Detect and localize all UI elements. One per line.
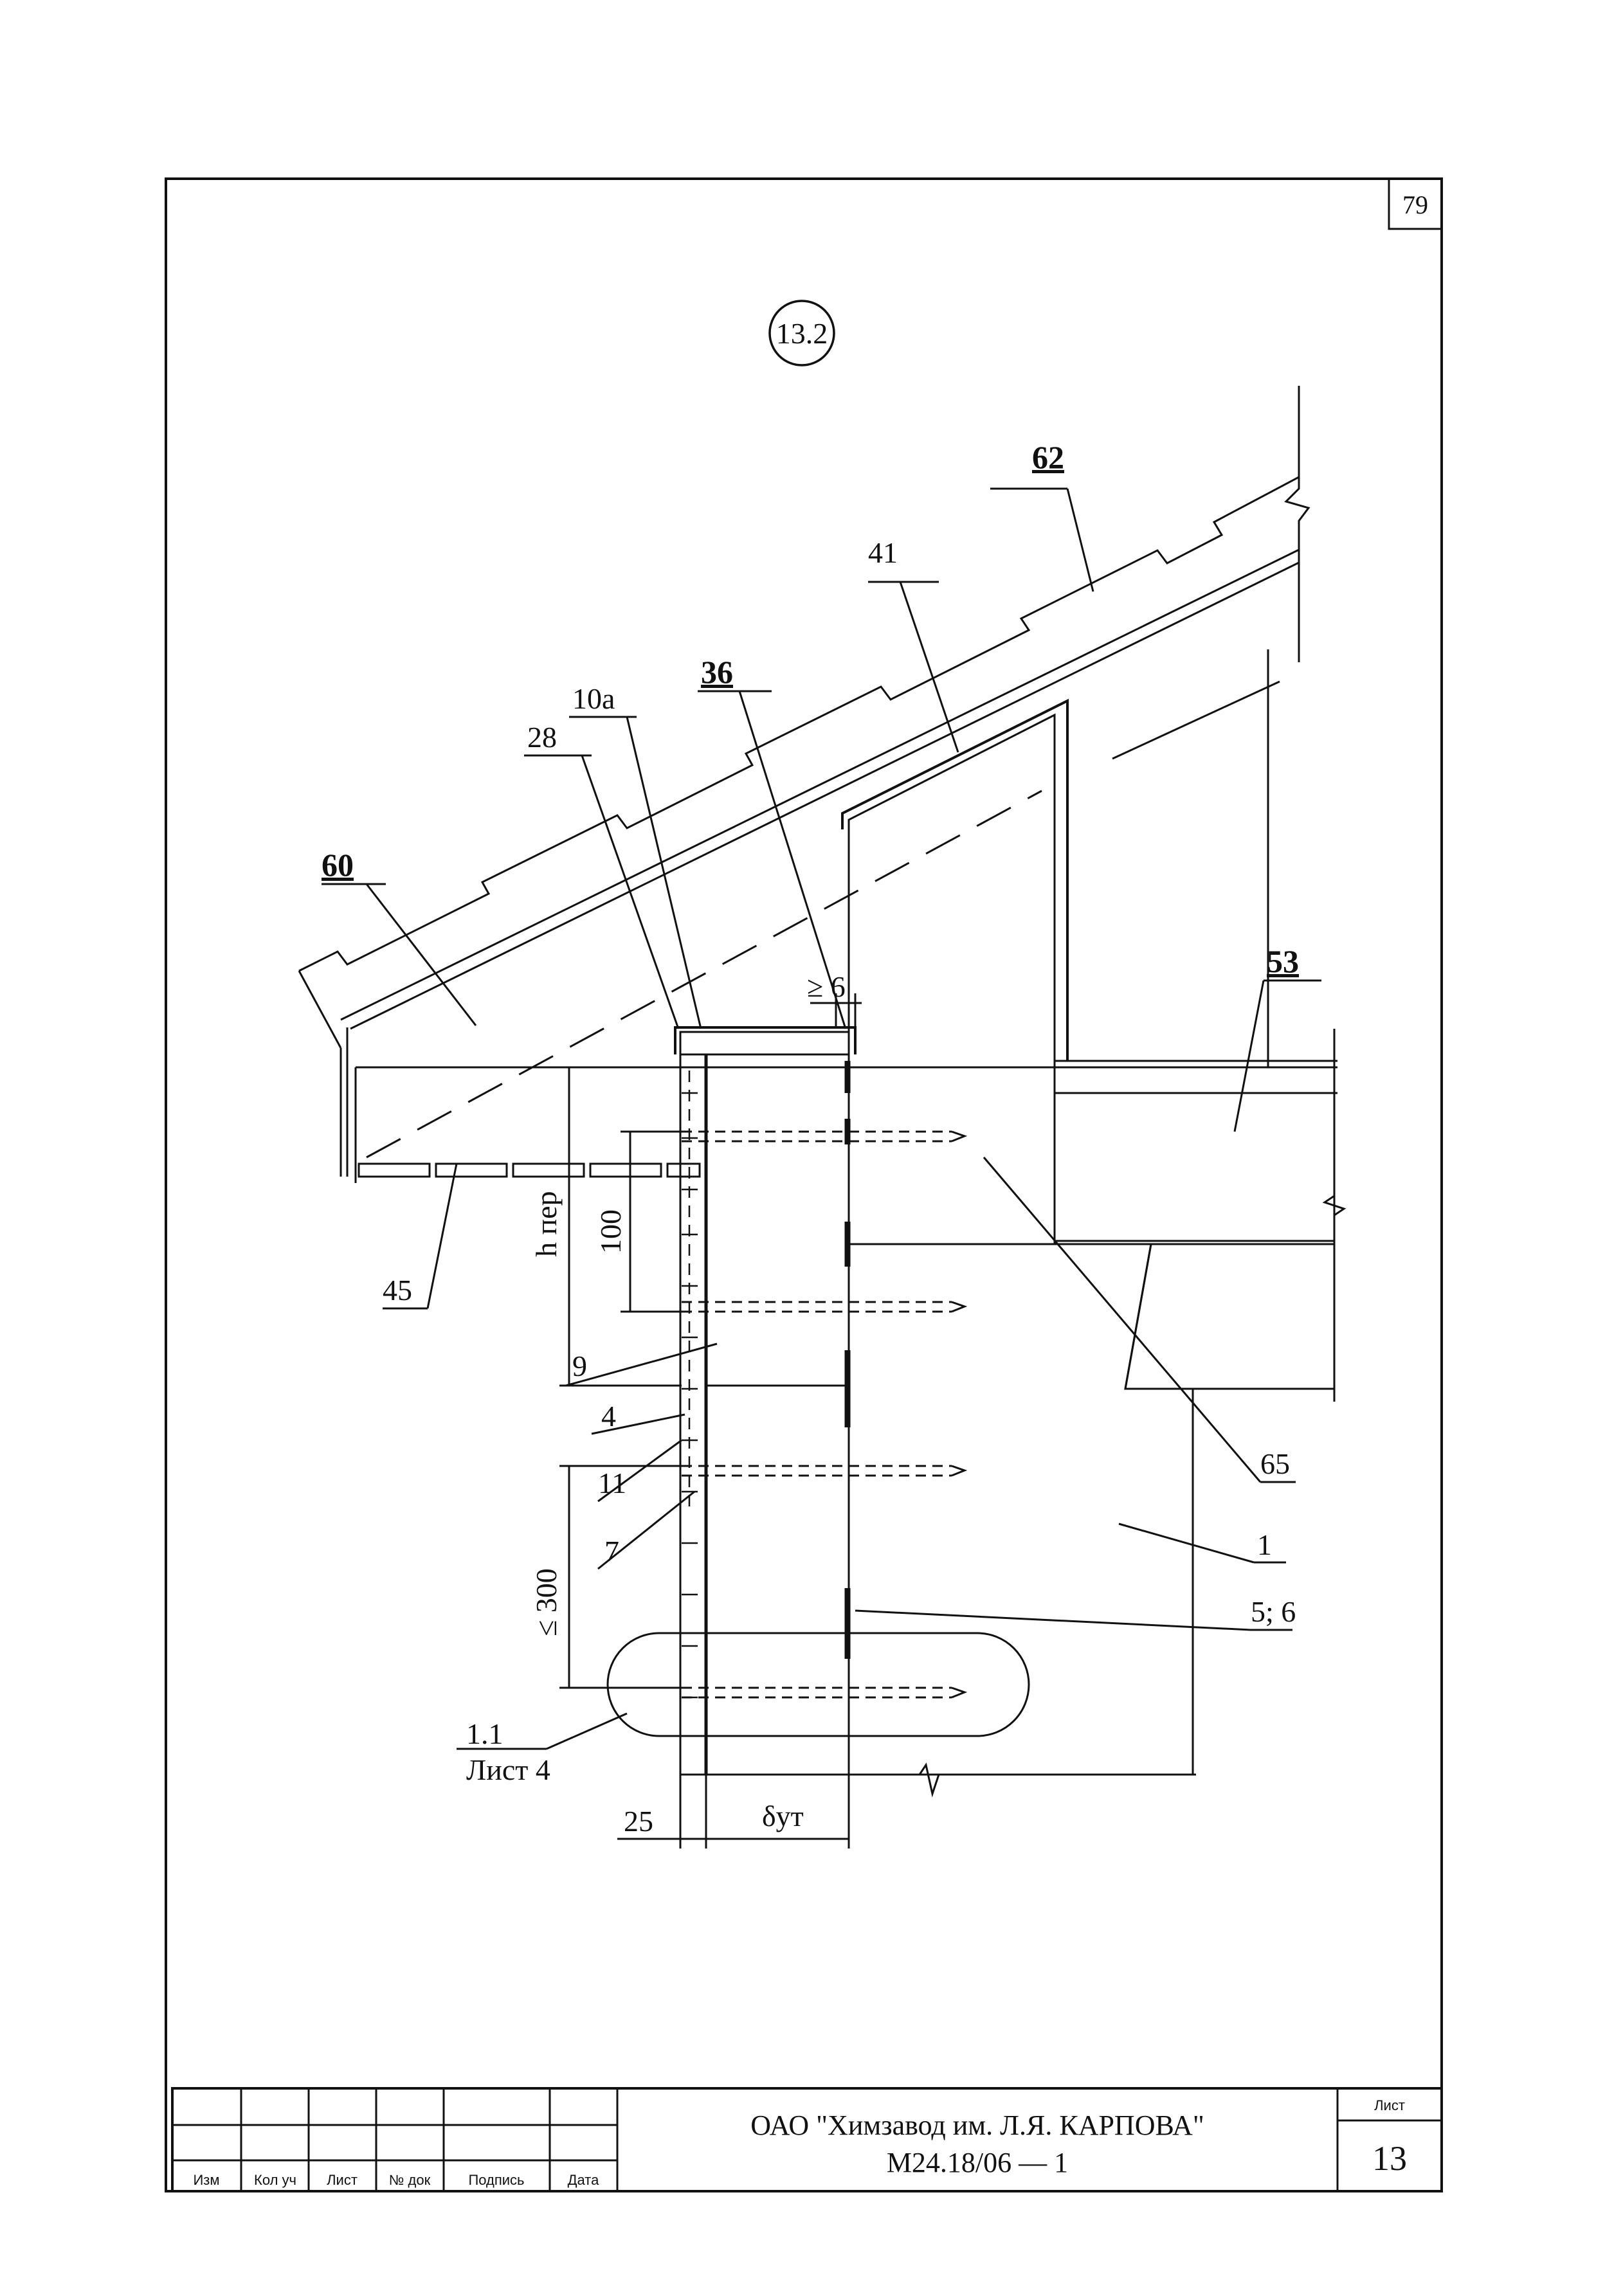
brick-wall [848,1066,1196,1798]
detail-marker: 13.2 [768,300,835,366]
tb-header-1: Кол уч [254,2172,296,2188]
sheet-frame [165,177,1443,2192]
dim-gap-min: ≥ 6 [807,970,846,1003]
callout-4: 4 [601,1400,616,1433]
tb-sheet-number: 13 [1372,2139,1407,2178]
title-block: Изм Кол уч Лист № док Подпись Дата ОАО "… [171,2087,1443,2192]
tb-header-5: Дата [568,2172,599,2188]
dimension-lines [559,993,862,1849]
wall-cap [674,1026,857,1056]
page-number: 79 [1402,190,1428,219]
callout-36: 36 [701,654,733,690]
tb-header-4: Подпись [468,2172,524,2188]
callout-53: 53 [1267,943,1299,979]
tb-sheet-label: Лист [1374,2097,1405,2113]
dim-100: 100 [594,1209,627,1254]
dim-300: ≤ 300 [530,1568,563,1636]
wall-plate-timber [841,698,1069,1069]
tb-document-code: М24.18/06 — 1 [887,2147,1068,2178]
tb-organization: ОАО "Химзавод им. Л.Я. КАРПОВА" [750,2110,1204,2141]
floor-slab [1053,1029,1346,1402]
callout-11: 11 [598,1467,626,1499]
node-ref-sheet: Лист 4 [466,1753,550,1786]
detail-id: 13.2 [776,317,828,350]
roof-covering [298,386,1310,1049]
node-ref-id: 1.1 [466,1717,503,1750]
tb-header-2: Лист [327,2172,358,2188]
rafter [340,649,1337,1183]
callout-41: 41 [868,536,898,569]
callout-5-6: 5; 6 [1251,1595,1296,1628]
callout-62: 62 [1032,439,1064,475]
callout-28: 28 [527,721,557,754]
tb-header-3: № док [389,2172,431,2188]
callout-1: 1 [1257,1528,1272,1561]
callout-60: 60 [322,847,354,883]
callout-7: 7 [604,1535,619,1568]
callout-9: 9 [572,1350,587,1382]
callout-65: 65 [1260,1447,1290,1480]
insulation-layer [704,1053,850,1776]
dim-h-floor: h пер [530,1191,563,1257]
slab-edge [1124,1243,1336,1390]
callout-45: 45 [383,1274,412,1306]
leader-lines [322,487,1321,1750]
tb-header-0: Изм [193,2172,219,2188]
anchor-dowels [682,1130,968,1699]
dim-25: 25 [624,1805,653,1838]
dim-insulation: δут [762,1800,804,1832]
node-reference-outline [606,1632,1030,1737]
callout-10a: 10а [572,682,615,715]
soffit-boards [358,1162,701,1178]
